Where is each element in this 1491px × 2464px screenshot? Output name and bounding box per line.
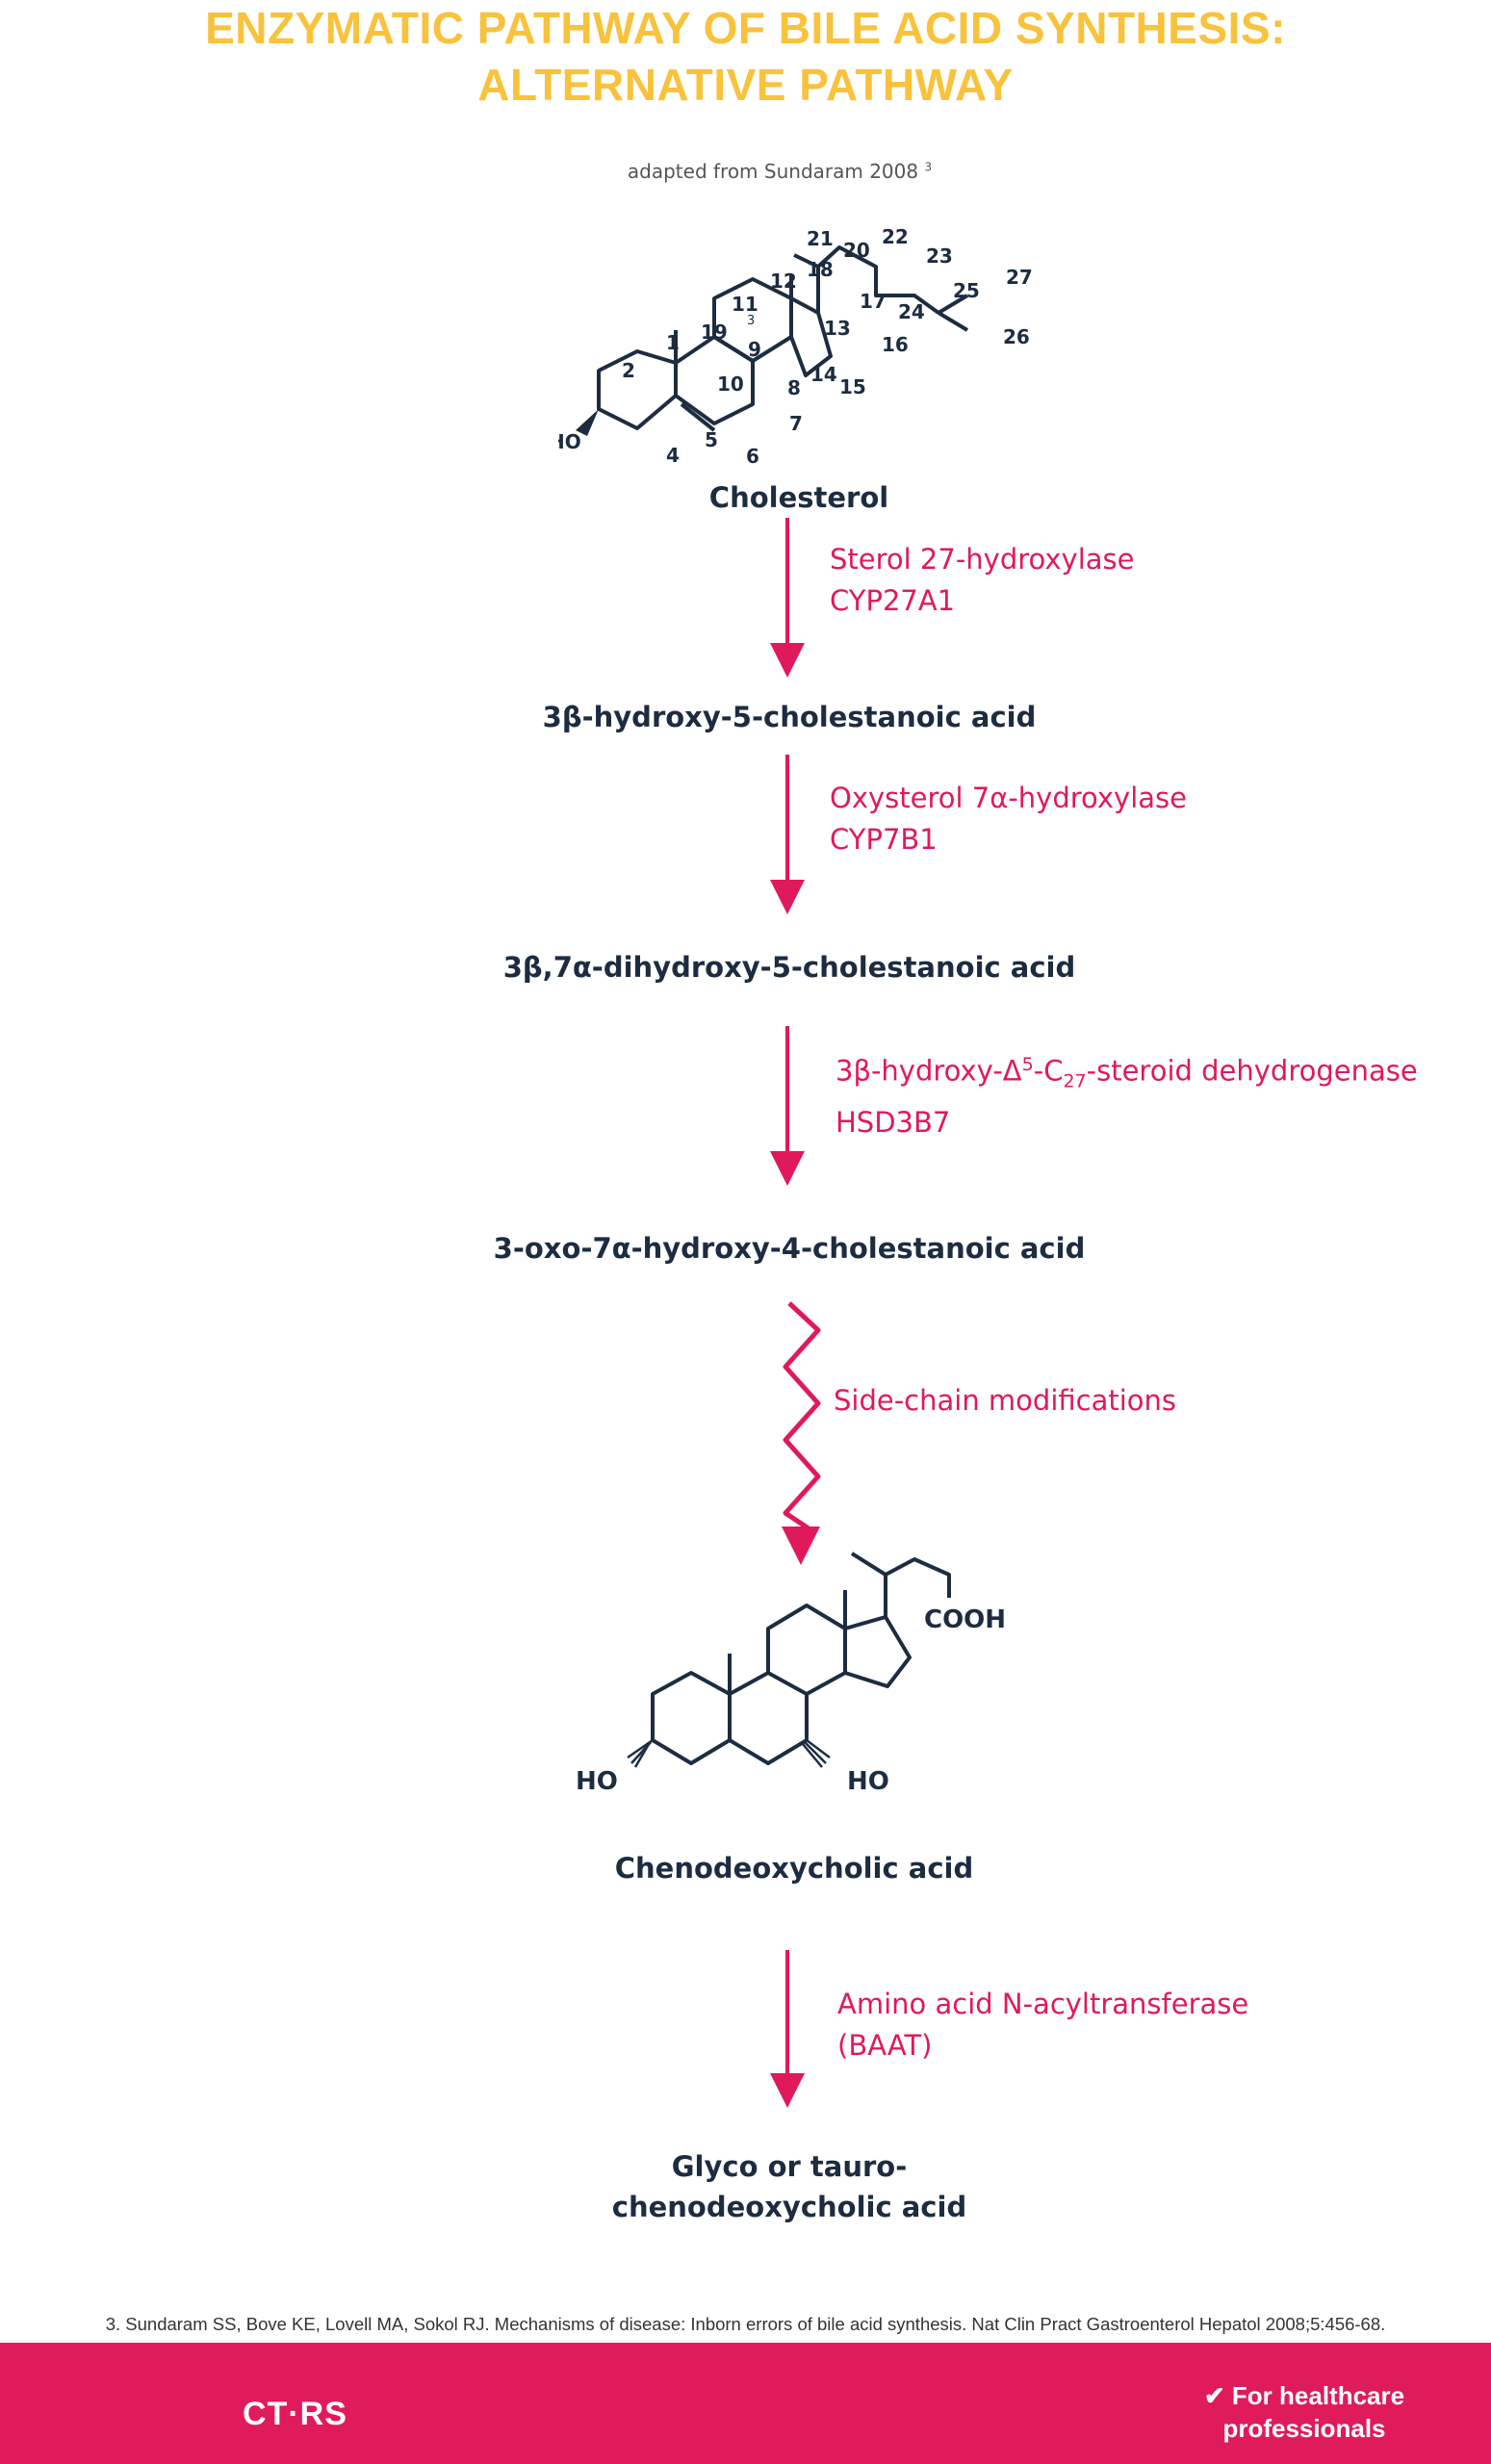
cholesterol-structure: HO 1 2 3 4 5 6 7 8 9 10 11 12 13 14 15 1… [558,225,1033,468]
atom-6: 6 [746,445,759,468]
atom-8: 8 [787,376,801,399]
atom-2: 2 [622,359,635,382]
enzyme-3-name: 3β-hydroxy-Δ5-C27-steroid dehydrogenase [835,1054,1418,1092]
hcp-badge: ✔ For healthcare professionals [1198,2379,1410,2445]
enzyme-1-name: Sterol 27-hydroxylase [830,543,1135,576]
atom-24: 24 [898,300,925,323]
subtitle-text: adapted from Sundaram 2008 [627,160,919,183]
compound-cholesterol: Cholesterol [708,481,889,514]
title-line-1: ENZYMATIC PATHWAY OF BILE ACID SYNTHESIS… [205,3,1286,53]
enzyme-4-gene: (BAAT) [837,2029,933,2062]
enzyme-3-gene: HSD3B7 [835,1106,951,1140]
enzyme-2-gene: CYP7B1 [830,823,938,856]
page-title: ENZYMATIC PATHWAY OF BILE ACID SYNTHESIS… [0,0,1491,114]
enzyme-4: Amino acid N-acyltransferase (BAAT) [837,1984,1248,2066]
cooh-label: COOH [924,1605,1006,1634]
atom-16: 16 [882,333,909,356]
atom-22: 22 [882,225,909,248]
footer-bar [0,2343,1491,2464]
compound-final: Glyco or tauro- chenodeoxycholic acid [549,2146,1030,2227]
arrow-1 [770,518,805,678]
atom-12: 12 [770,270,797,293]
atom-7: 7 [789,412,803,435]
ho-label: HO [558,430,581,453]
enzyme-4-name: Amino acid N-acyltransferase [837,1988,1249,2020]
check-icon: ✔ [1203,2381,1225,2410]
hcp-line-2: professionals [1222,2414,1386,2443]
atom-5: 5 [705,428,718,451]
atom-9: 9 [748,338,761,361]
atom-20: 20 [843,239,870,262]
enzyme-1: Sterol 27-hydroxylase CYP27A1 [830,539,1134,622]
atom-18: 18 [807,258,834,281]
compound-3b-hydroxy: 3β-hydroxy-5-cholestanoic acid [542,701,1037,733]
arrow-2 [770,755,805,914]
footnote-reference: 3. Sundaram SS, Bove KE, Lovell MA, Soko… [105,2314,1386,2334]
atom-4: 4 [666,444,680,467]
atom-13: 13 [824,317,851,340]
ho-label-7: HO [847,1767,889,1796]
atom-25: 25 [953,279,980,302]
atom-23: 23 [926,244,953,268]
final-line-2: chenodeoxycholic acid [611,2191,967,2223]
title-line-2: ALTERNATIVE PATHWAY [477,60,1014,110]
atom-11: 11 [732,293,758,316]
cdca-structure: HO HO COOH [576,1552,1006,1796]
compound-chenodeoxycholic-acid: Chenodeoxycholic acid [614,1852,974,1885]
subtitle-reference: 3 [924,160,933,174]
atom-3: 3 [747,314,755,328]
compound-dihydroxy: 3β,7α-dihydroxy-5-cholestanoic acid [502,951,1076,984]
hcp-line-1: For healthcare [1231,2381,1405,2410]
enzyme-2-name: Oxysterol 7α-hydroxylase [830,782,1187,814]
ctrs-logo: CT·RS [243,2396,347,2432]
subtitle: adapted from Sundaram 2008 3 [0,160,1491,183]
wavy-arrow [782,1301,821,1565]
atom-1: 1 [666,331,680,354]
atom-26: 26 [1003,325,1030,348]
compound-3-oxo: 3-oxo-7α-hydroxy-4-cholestanoic acid [493,1232,1086,1265]
ho-label-3: HO [576,1767,618,1796]
atom-10: 10 [717,372,744,396]
atom-19: 19 [701,321,728,344]
atom-17: 17 [860,290,887,313]
side-chain-label: Side-chain modifications [834,1384,1177,1417]
arrow-4 [770,1950,805,2108]
atom-21: 21 [807,227,834,250]
enzyme-1-gene: CYP27A1 [830,584,956,617]
enzyme-3: 3β-hydroxy-Δ5-C27-steroid dehydrogenase … [835,1044,1418,1143]
enzyme-2: Oxysterol 7α-hydroxylase CYP7B1 [830,778,1187,860]
final-line-1: Glyco or tauro- [671,2150,908,2183]
atom-15: 15 [839,375,866,398]
atom-14: 14 [810,363,837,386]
arrow-3 [770,1026,805,1186]
atom-27: 27 [1006,266,1033,289]
